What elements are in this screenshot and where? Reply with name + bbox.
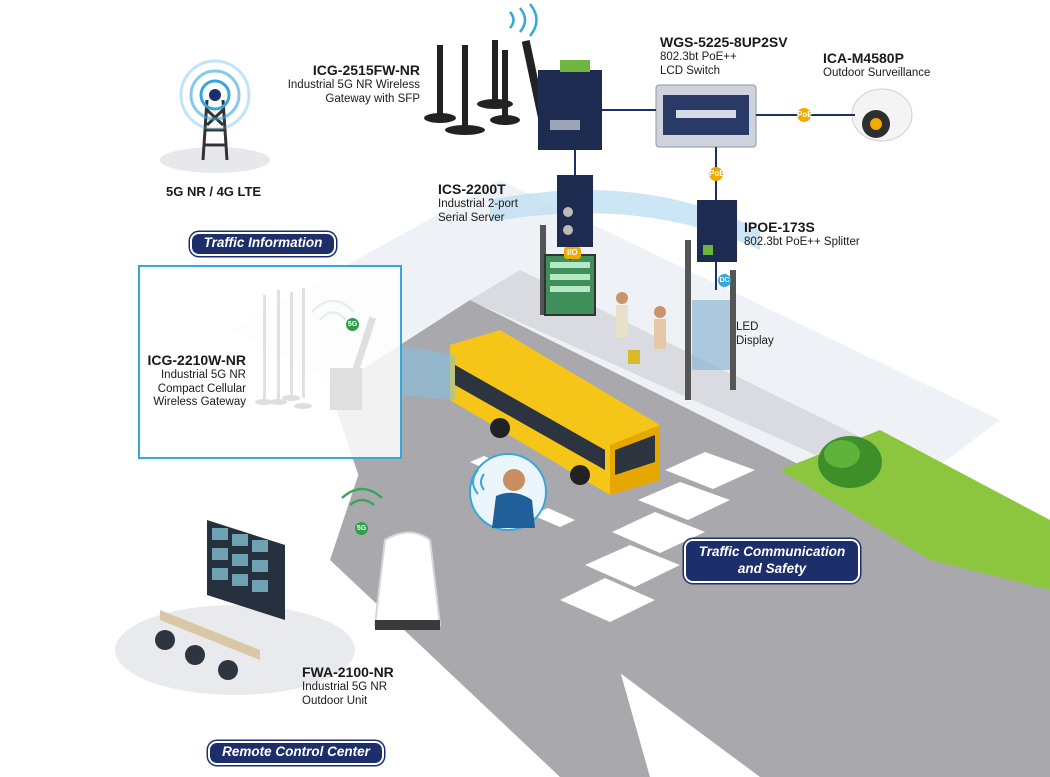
label-desc: 802.3bt PoE++	[660, 50, 737, 63]
section-traffic-communication: Traffic Communication and Safety	[684, 539, 860, 583]
io-tag: I/O	[564, 247, 581, 259]
section-remote-control-center: Remote Control Center	[208, 741, 384, 765]
label-fwa: FWA-2100-NR Industrial 5G NR Outdoor Uni…	[302, 664, 422, 708]
icg-2515-device	[424, 3, 602, 150]
label-desc: Serial Server	[438, 211, 505, 224]
label-title: IPOE-173S	[744, 219, 815, 235]
wgs-switch-device	[655, 84, 757, 148]
label-led-display: LED Display	[736, 321, 796, 349]
label-ipoe: IPOE-173S 802.3bt PoE++ Splitter	[744, 219, 894, 250]
section-label: Traffic Information	[203, 235, 323, 250]
label-icg-2515: ICG-2515FW-NR Industrial 5G NR Wireless …	[255, 62, 420, 106]
label-desc: Industrial 5G NR	[302, 680, 388, 693]
icg-2210-inset-panel	[138, 265, 402, 459]
fiveg-tag: 5G	[346, 318, 359, 331]
signal-beam-bus	[400, 345, 455, 400]
label-desc: LCD Switch	[660, 64, 721, 77]
label-desc: Industrial 5G NR	[160, 368, 246, 381]
section-label: and Safety	[737, 561, 807, 576]
label-title: ICG-2210W-NR	[147, 352, 246, 368]
label-desc: Outdoor Unit	[302, 694, 368, 707]
fiveg-tag: 5G	[355, 522, 368, 535]
passengers	[616, 292, 666, 364]
section-traffic-information: Traffic Information	[190, 232, 336, 256]
label-ica: ICA-M4580P Outdoor Surveillance	[823, 50, 973, 81]
tag-label: PoE	[797, 110, 813, 119]
control-center	[115, 520, 355, 695]
ics-2200t-device	[557, 175, 593, 247]
label-title: ICS-2200T	[438, 181, 506, 197]
camera-device	[851, 88, 913, 142]
bus	[450, 330, 660, 495]
tree-highlight	[824, 440, 860, 468]
label-title: ICA-M4580P	[823, 50, 904, 66]
label-desc: Industrial 5G NR Wireless	[287, 78, 420, 91]
label-ics: ICS-2200T Industrial 2-port Serial Serve…	[438, 181, 548, 225]
label-desc: Compact Cellular	[157, 382, 246, 395]
label-icg-2210: ICG-2210W-NR Industrial 5G NR Compact Ce…	[130, 352, 246, 410]
label-title: FWA-2100-NR	[302, 664, 394, 680]
poe-tag: PoE	[797, 108, 813, 122]
fwa-2100-device	[341, 487, 442, 630]
tag-label: PoE	[709, 169, 725, 178]
label-desc: Industrial 2-port	[438, 197, 518, 210]
tag-label: DC	[719, 277, 730, 284]
label-tower: 5G NR / 4G LTE	[166, 184, 306, 200]
label-desc: Outdoor Surveillance	[823, 66, 931, 79]
section-label: Traffic Communication	[698, 544, 846, 559]
ipoe-173s-device	[697, 200, 737, 262]
label-desc: LED	[736, 321, 759, 333]
label-title: WGS-5225-8UP2SV	[660, 34, 788, 50]
tag-label: I/O	[567, 248, 578, 257]
caller-bubble	[469, 453, 547, 531]
label-desc: 802.3bt PoE++ Splitter	[744, 235, 860, 248]
tag-label: 5G	[347, 321, 358, 328]
section-label: Remote Control Center	[222, 744, 370, 759]
poe-tag: PoE	[709, 167, 725, 181]
label-desc: Gateway with SFP	[325, 92, 420, 105]
label-title: 5G NR / 4G LTE	[166, 184, 262, 199]
label-desc: Wireless Gateway	[153, 396, 246, 409]
label-title: ICG-2515FW-NR	[312, 62, 420, 78]
dc-tag: DC	[718, 274, 731, 287]
label-desc: Display	[736, 334, 774, 347]
label-wgs: WGS-5225-8UP2SV 802.3bt PoE++ LCD Switch	[660, 34, 820, 78]
cell-tower	[160, 59, 270, 173]
tag-label: 5G	[356, 525, 367, 532]
